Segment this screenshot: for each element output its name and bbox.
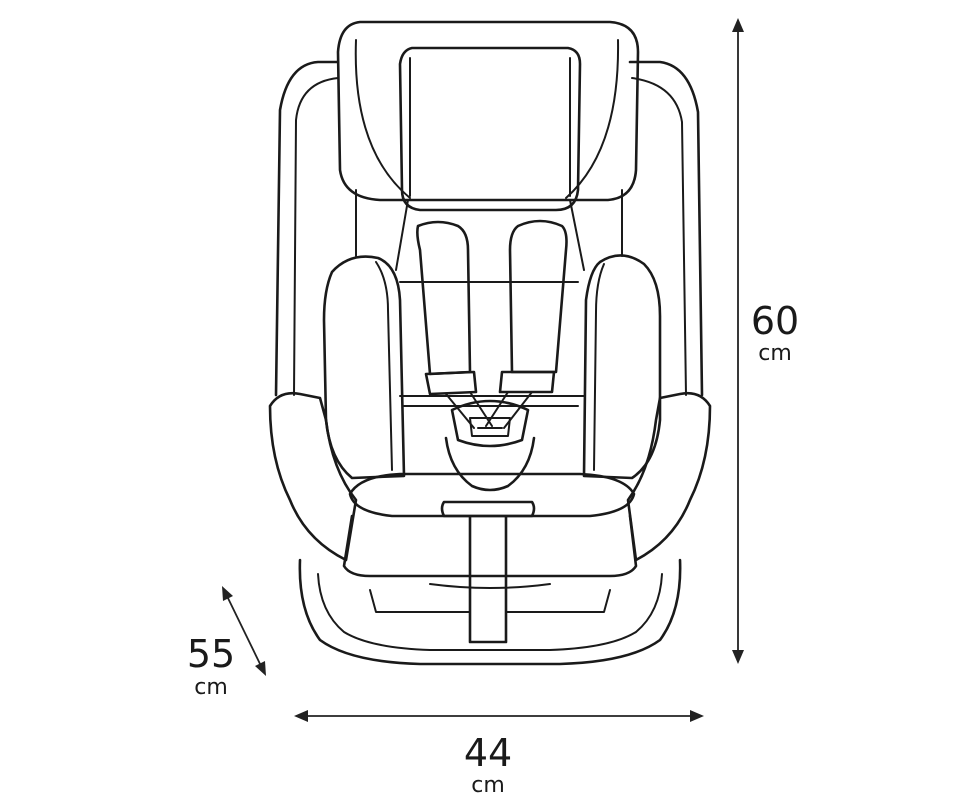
backrest-panel bbox=[355, 189, 623, 283]
seat-front-panel bbox=[342, 514, 638, 578]
depth-unit: cm bbox=[194, 675, 228, 700]
armrest-left bbox=[268, 391, 358, 562]
crotch-pad bbox=[444, 436, 536, 492]
height-arrow-top bbox=[732, 18, 744, 32]
strap-buckle-right bbox=[498, 370, 556, 394]
depth-arrow-top bbox=[222, 586, 233, 601]
height-arrow-bottom bbox=[732, 650, 744, 664]
seat-back-shell bbox=[274, 60, 704, 397]
headrest-outer bbox=[336, 20, 640, 202]
width-unit: cm bbox=[471, 773, 505, 798]
depth-value: 55 bbox=[187, 632, 235, 676]
harness-lower-straps bbox=[445, 391, 533, 429]
headrest-cushion bbox=[398, 46, 582, 212]
depth-arrow-bottom bbox=[255, 661, 266, 676]
seat-base bbox=[298, 558, 682, 666]
width-arrow-right bbox=[690, 710, 704, 722]
height-unit: cm bbox=[758, 341, 792, 366]
side-wing-right bbox=[582, 254, 662, 480]
headrest-wing-right bbox=[565, 39, 620, 199]
side-wing-left bbox=[322, 255, 406, 480]
crotch-strap bbox=[440, 500, 536, 644]
side-wing-right-inner bbox=[593, 263, 605, 471]
depth-dimension-line bbox=[225, 593, 263, 669]
height-value: 60 bbox=[751, 299, 799, 343]
seat-back-shell-inner bbox=[293, 77, 687, 396]
width-dimension: 44 cm bbox=[294, 710, 704, 798]
headrest-wing-left bbox=[354, 39, 411, 199]
width-arrow-left bbox=[294, 710, 308, 722]
shoulder-strap-right bbox=[508, 219, 568, 374]
strap-buckle-left bbox=[424, 370, 478, 396]
harness-buckle-center bbox=[469, 417, 511, 437]
seat-cushion bbox=[348, 472, 636, 518]
width-value: 44 bbox=[464, 731, 512, 775]
armrest-right bbox=[626, 391, 712, 562]
seat-base-inner bbox=[317, 573, 663, 651]
height-dimension: 60 cm bbox=[732, 18, 799, 664]
seat-cushion-fold bbox=[399, 395, 585, 407]
car-seat-illustration bbox=[268, 20, 712, 666]
side-wing-left-inner bbox=[375, 261, 393, 471]
depth-dimension: 55 cm bbox=[187, 586, 266, 700]
shoulder-strap-left bbox=[416, 220, 472, 376]
harness-buckle bbox=[450, 399, 530, 448]
seat-base-slot bbox=[369, 583, 611, 613]
headrest-cushion-inner bbox=[409, 57, 571, 197]
